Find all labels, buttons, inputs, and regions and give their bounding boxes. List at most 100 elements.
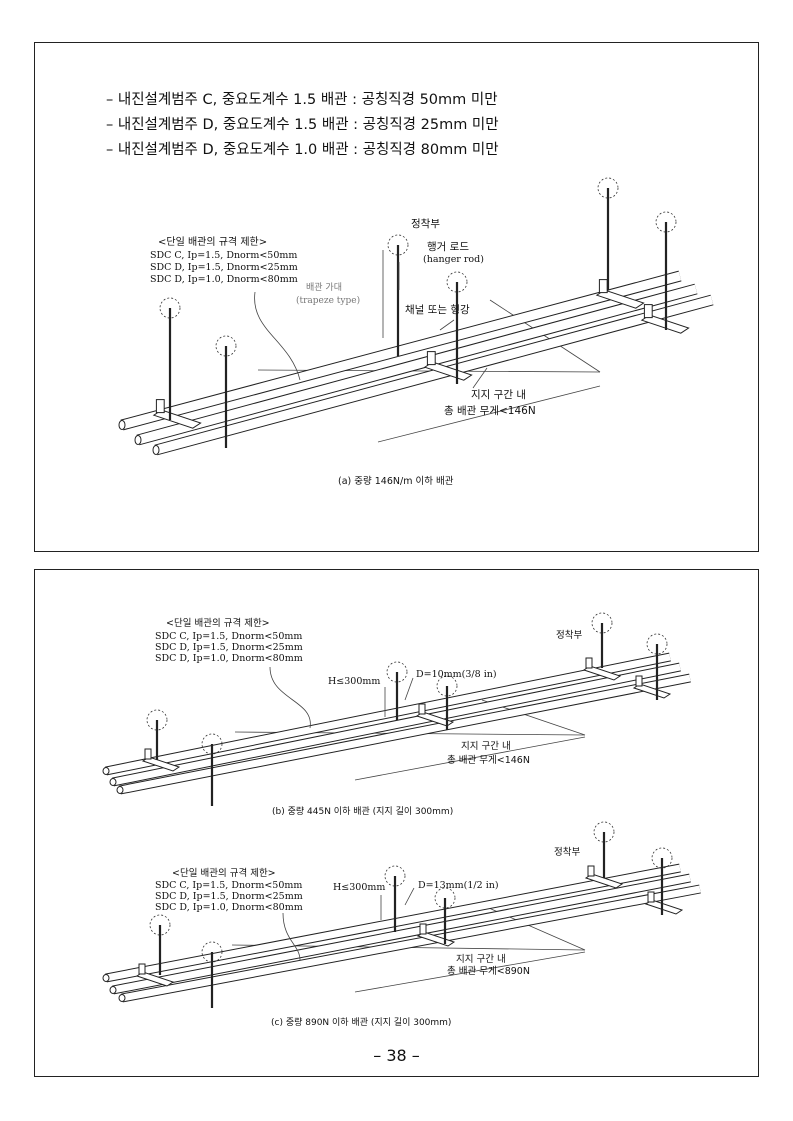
figure-c-drawing (102, 821, 701, 1008)
trapeze-label: 배관 가대 (306, 282, 342, 293)
anchor-marker (446, 271, 468, 293)
anchor-marker (434, 887, 456, 909)
limit-title: <단일 배관의 규격 제한> (158, 235, 267, 248)
leader-line (282, 912, 301, 961)
pipe-fill (105, 653, 671, 775)
limit-title: <단일 배관의 규격 제한> (166, 617, 270, 629)
hanger-rod-en-label: (hanger rod) (423, 254, 484, 265)
anchor-marker (146, 709, 168, 731)
anchor-label: 정착부 (554, 847, 580, 858)
figure-c-labels: <단일 배관의 규격 제한> SDC C, Ip=1.5, Dnorm<50mm… (155, 847, 580, 1028)
pipe-end (134, 435, 142, 445)
height-label: H≤300mm (328, 676, 380, 687)
anchor-marker (651, 847, 673, 869)
limit-title: <단일 배관의 규격 제한> (172, 867, 276, 879)
hanger-rod-label: 행거 로드 (427, 241, 469, 253)
pipe-end (109, 778, 117, 786)
trapeze-post (598, 279, 608, 294)
trapeze-post (635, 675, 643, 687)
dimension-line (489, 299, 601, 373)
height-label: H≤300mm (333, 882, 385, 893)
pipe-fill (112, 663, 681, 786)
pipe-end (118, 420, 126, 430)
anchor-label: 정착부 (411, 218, 440, 230)
anchor-marker (593, 821, 615, 843)
figure-a-caption: (a) 중량 146N/m 이하 배관 (338, 475, 454, 487)
trapeze-post (643, 304, 653, 319)
figure-a-drawing (118, 177, 714, 456)
weight-label: 총 배관 무게<146N (447, 755, 530, 766)
anchor-marker (384, 865, 406, 887)
weight-label: 지지 구간 내 (456, 954, 506, 965)
anchor-marker (591, 612, 613, 634)
rod-diameter-label: D=13mm(1/2 in) (418, 880, 499, 891)
pipe-fill (121, 885, 701, 1002)
pipe-end (118, 994, 126, 1002)
leader-line (269, 666, 311, 729)
anchor-marker (159, 297, 181, 319)
rod-diameter-label: D=10mm(3/8 in) (416, 669, 497, 680)
pipe-end (152, 445, 160, 455)
leader-line (254, 291, 301, 381)
anchor-marker (655, 211, 677, 233)
dimension-line (354, 951, 586, 993)
figure-c-caption: (c) 중량 890N 이하 배관 (지지 길이 300mm) (271, 1016, 451, 1028)
leader-line (404, 887, 415, 906)
anchor-marker (387, 234, 409, 256)
trapeze-post (426, 351, 436, 366)
leader-line (472, 367, 488, 389)
anchor-marker (436, 675, 458, 697)
anchor-marker (597, 177, 619, 199)
leader-line (439, 319, 455, 331)
pipe-end (116, 786, 124, 794)
leader-line (404, 677, 414, 701)
figure-b-caption: (b) 중량 445N 이하 배관 (지지 길이 300mm) (272, 805, 453, 817)
requirements-list: – 내진설계범주 C, 중요도계수 1.5 배관 : 공칭직경 50mm 미만 … (106, 88, 499, 163)
pipe-fill (120, 271, 682, 430)
weight-label: 총 배관 무게<890N (447, 966, 530, 977)
trapeze-post (647, 891, 655, 903)
pipe-fill (105, 864, 681, 982)
trapeze-en-label: (trapeze type) (296, 295, 360, 306)
figure-bc-frame (34, 569, 759, 1077)
limit-line: SDC C, Ip=1.5, Dnorm<50mm (150, 250, 297, 261)
anchor-label: 정착부 (556, 630, 582, 641)
dimension-line (354, 736, 586, 781)
anchor-marker (386, 661, 408, 683)
pipe-end (102, 974, 110, 982)
limit-line: SDC D, Ip=1.5, Dnorm<25mm (155, 891, 303, 902)
pipe-end (102, 767, 110, 775)
anchor-marker (201, 733, 223, 755)
trapeze-post (585, 657, 593, 669)
weight-label: 지지 구간 내 (471, 389, 526, 401)
anchor-marker (215, 335, 237, 357)
limit-line: SDC D, Ip=1.5, Dnorm<25mm (155, 642, 303, 653)
anchor-marker (149, 914, 171, 936)
pipe-fill (119, 674, 691, 794)
anchor-marker (201, 941, 223, 963)
pipe-end (109, 986, 117, 994)
pipe-fill (136, 284, 698, 445)
trapeze-post (418, 703, 426, 715)
figure-a-labels: <단일 배관의 규격 제한> SDC C, Ip=1.5, Dnorm<50mm… (150, 218, 536, 487)
weight-label: 총 배관 무게<146N (444, 405, 536, 417)
limit-line: SDC D, Ip=1.0, Dnorm<80mm (150, 274, 298, 285)
pipe-fill (112, 874, 691, 994)
figure-b-drawing (102, 612, 691, 806)
figure-a-frame (34, 42, 759, 552)
trapeze-post (419, 923, 427, 935)
channel-label: 채널 또는 형강 (405, 304, 470, 316)
pipe-fill (154, 295, 714, 455)
trapeze-post (587, 865, 595, 877)
figure-b-labels: <단일 배관의 규격 제한> SDC C, Ip=1.5, Dnorm<50mm… (155, 617, 582, 817)
limit-line: SDC D, Ip=1.0, Dnorm<80mm (155, 653, 303, 664)
requirement-item: – 내진설계범주 C, 중요도계수 1.5 배관 : 공칭직경 50mm 미만 (106, 92, 498, 108)
anchor-marker (646, 633, 668, 655)
weight-label: 지지 구간 내 (461, 741, 511, 752)
dimension-line (377, 385, 601, 443)
trapeze-post (138, 963, 146, 975)
limit-line: SDC D, Ip=1.5, Dnorm<25mm (150, 262, 298, 273)
limit-line: SDC D, Ip=1.0, Dnorm<80mm (155, 902, 303, 913)
trapeze-post (155, 399, 165, 414)
